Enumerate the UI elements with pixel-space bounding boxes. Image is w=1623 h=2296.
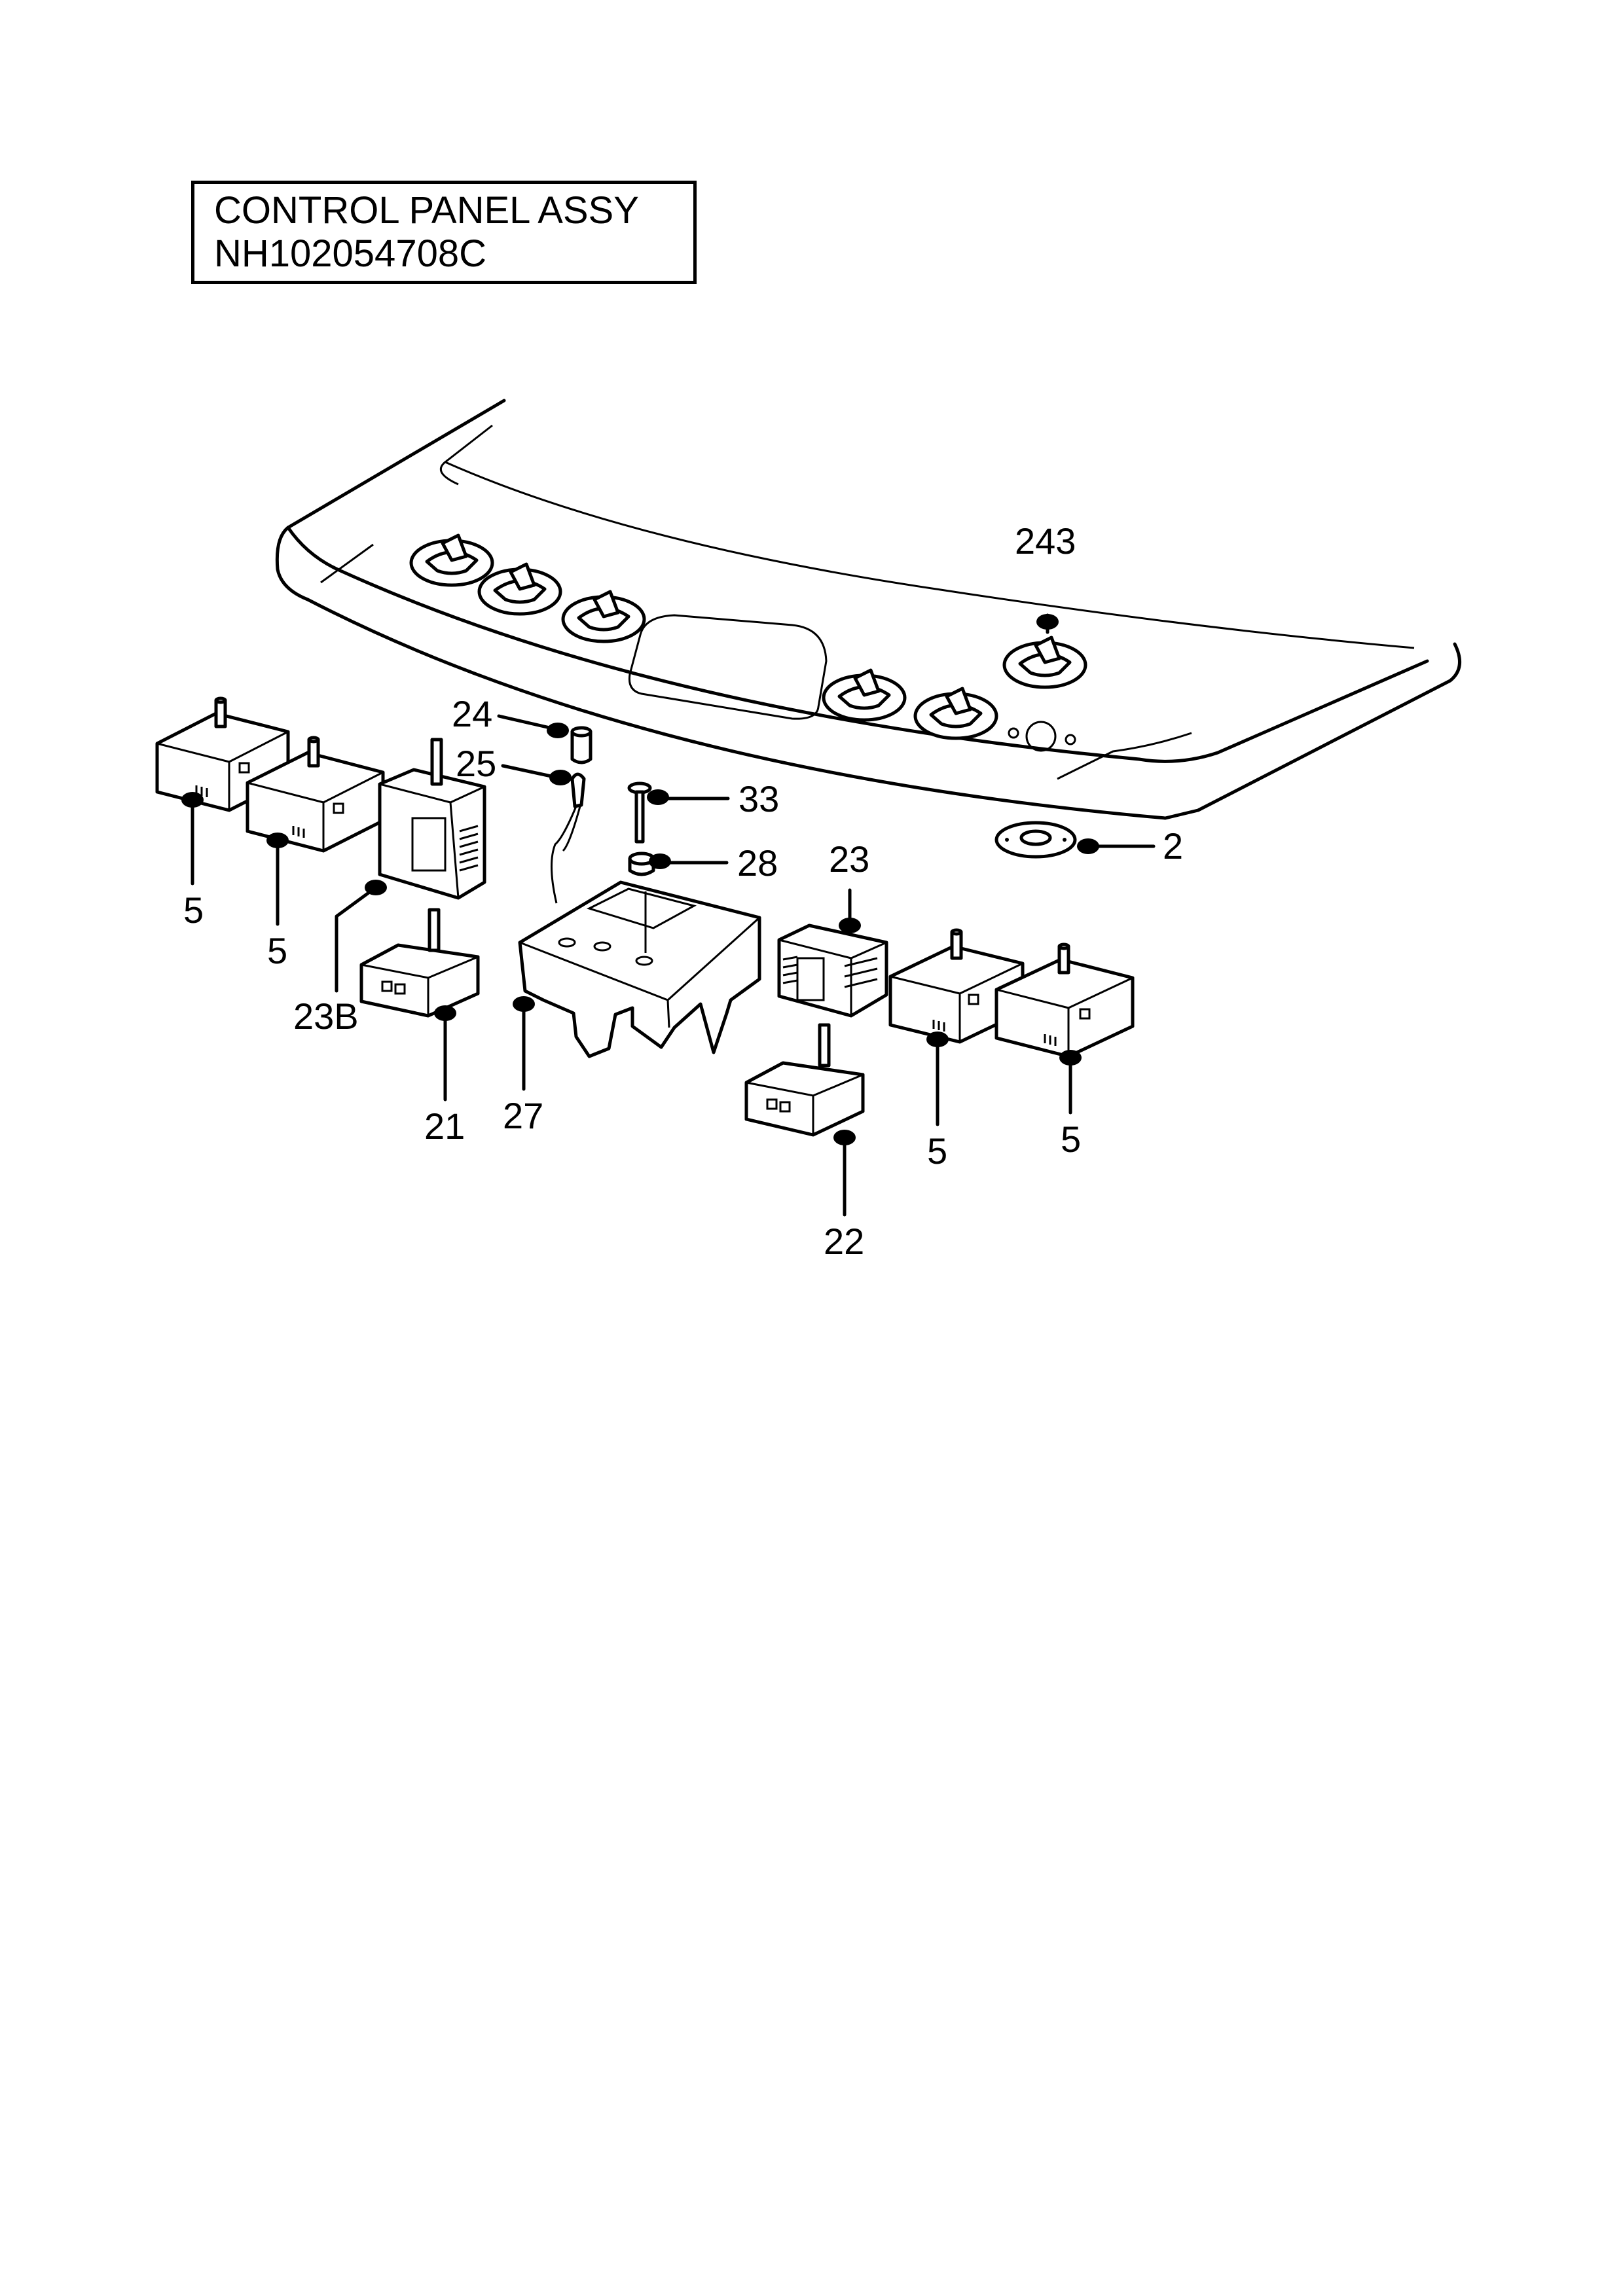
switch-module-5-b [246, 736, 385, 853]
callout-243: 243 [1015, 520, 1076, 562]
callout-27: 27 [503, 1095, 543, 1136]
knob-2 [477, 562, 562, 616]
callout-dot-2 [1077, 838, 1099, 854]
callout-dot-25 [549, 770, 572, 785]
screw-part-33 [627, 781, 652, 844]
callout-23b: 23B [293, 996, 359, 1037]
callout-dot-5a [181, 792, 204, 808]
callout-dot-243 [1036, 614, 1059, 630]
callout-dot-22 [833, 1130, 856, 1145]
lamp-cap-part-24 [570, 726, 593, 764]
switch-module-5-d [994, 942, 1135, 1058]
relay-part-23 [777, 924, 888, 1018]
callout-25: 25 [456, 743, 496, 784]
knob-3 [561, 590, 646, 643]
callout-dot-23 [839, 918, 861, 933]
assembly-name: CONTROL PANEL ASSY [214, 189, 639, 232]
knob-1 [409, 533, 494, 587]
callout-dot-5c [926, 1031, 949, 1047]
control-panel-housing [275, 399, 1462, 820]
knob-6-part-243 [1002, 636, 1087, 689]
callout-28: 28 [737, 842, 778, 884]
title-box: CONTROL PANEL ASSY NH102054708C [191, 181, 697, 284]
lamp-part-25 [551, 772, 586, 904]
part-number: NH102054708C [214, 232, 486, 275]
relay-part-23b [378, 738, 486, 900]
switch-part-22 [744, 1023, 865, 1137]
callout-5c: 5 [927, 1130, 947, 1172]
callout-5d: 5 [1061, 1119, 1081, 1160]
callout-dot-27 [513, 996, 535, 1012]
knob-4 [822, 668, 907, 722]
callout-dot-21 [434, 1005, 456, 1021]
callout-dot-5d [1059, 1050, 1082, 1066]
callout-5a: 5 [183, 889, 204, 931]
callout-dot-33 [647, 789, 669, 805]
callout-21: 21 [424, 1105, 465, 1147]
leaders [181, 613, 1156, 1217]
nut-part-28 [628, 852, 655, 876]
callout-dot-5b [266, 833, 289, 848]
display-module-part-27 [518, 880, 761, 1058]
callout-dot-28 [649, 853, 671, 869]
callout-33: 33 [739, 778, 779, 819]
callout-dot-24 [547, 723, 569, 738]
switch-part-21 [359, 908, 480, 1018]
callout-dot-23b [365, 880, 387, 895]
knob-5 [913, 687, 998, 740]
callout-5b: 5 [267, 930, 287, 971]
grommet-part-2 [994, 821, 1077, 859]
callout-2: 2 [1163, 825, 1183, 867]
callout-22: 22 [824, 1221, 864, 1262]
callout-labels: 243 24 25 33 28 23 2 5 5 23B 21 27 5 5 2… [183, 520, 1183, 1262]
callout-23: 23 [829, 838, 869, 880]
callout-24: 24 [452, 693, 492, 734]
